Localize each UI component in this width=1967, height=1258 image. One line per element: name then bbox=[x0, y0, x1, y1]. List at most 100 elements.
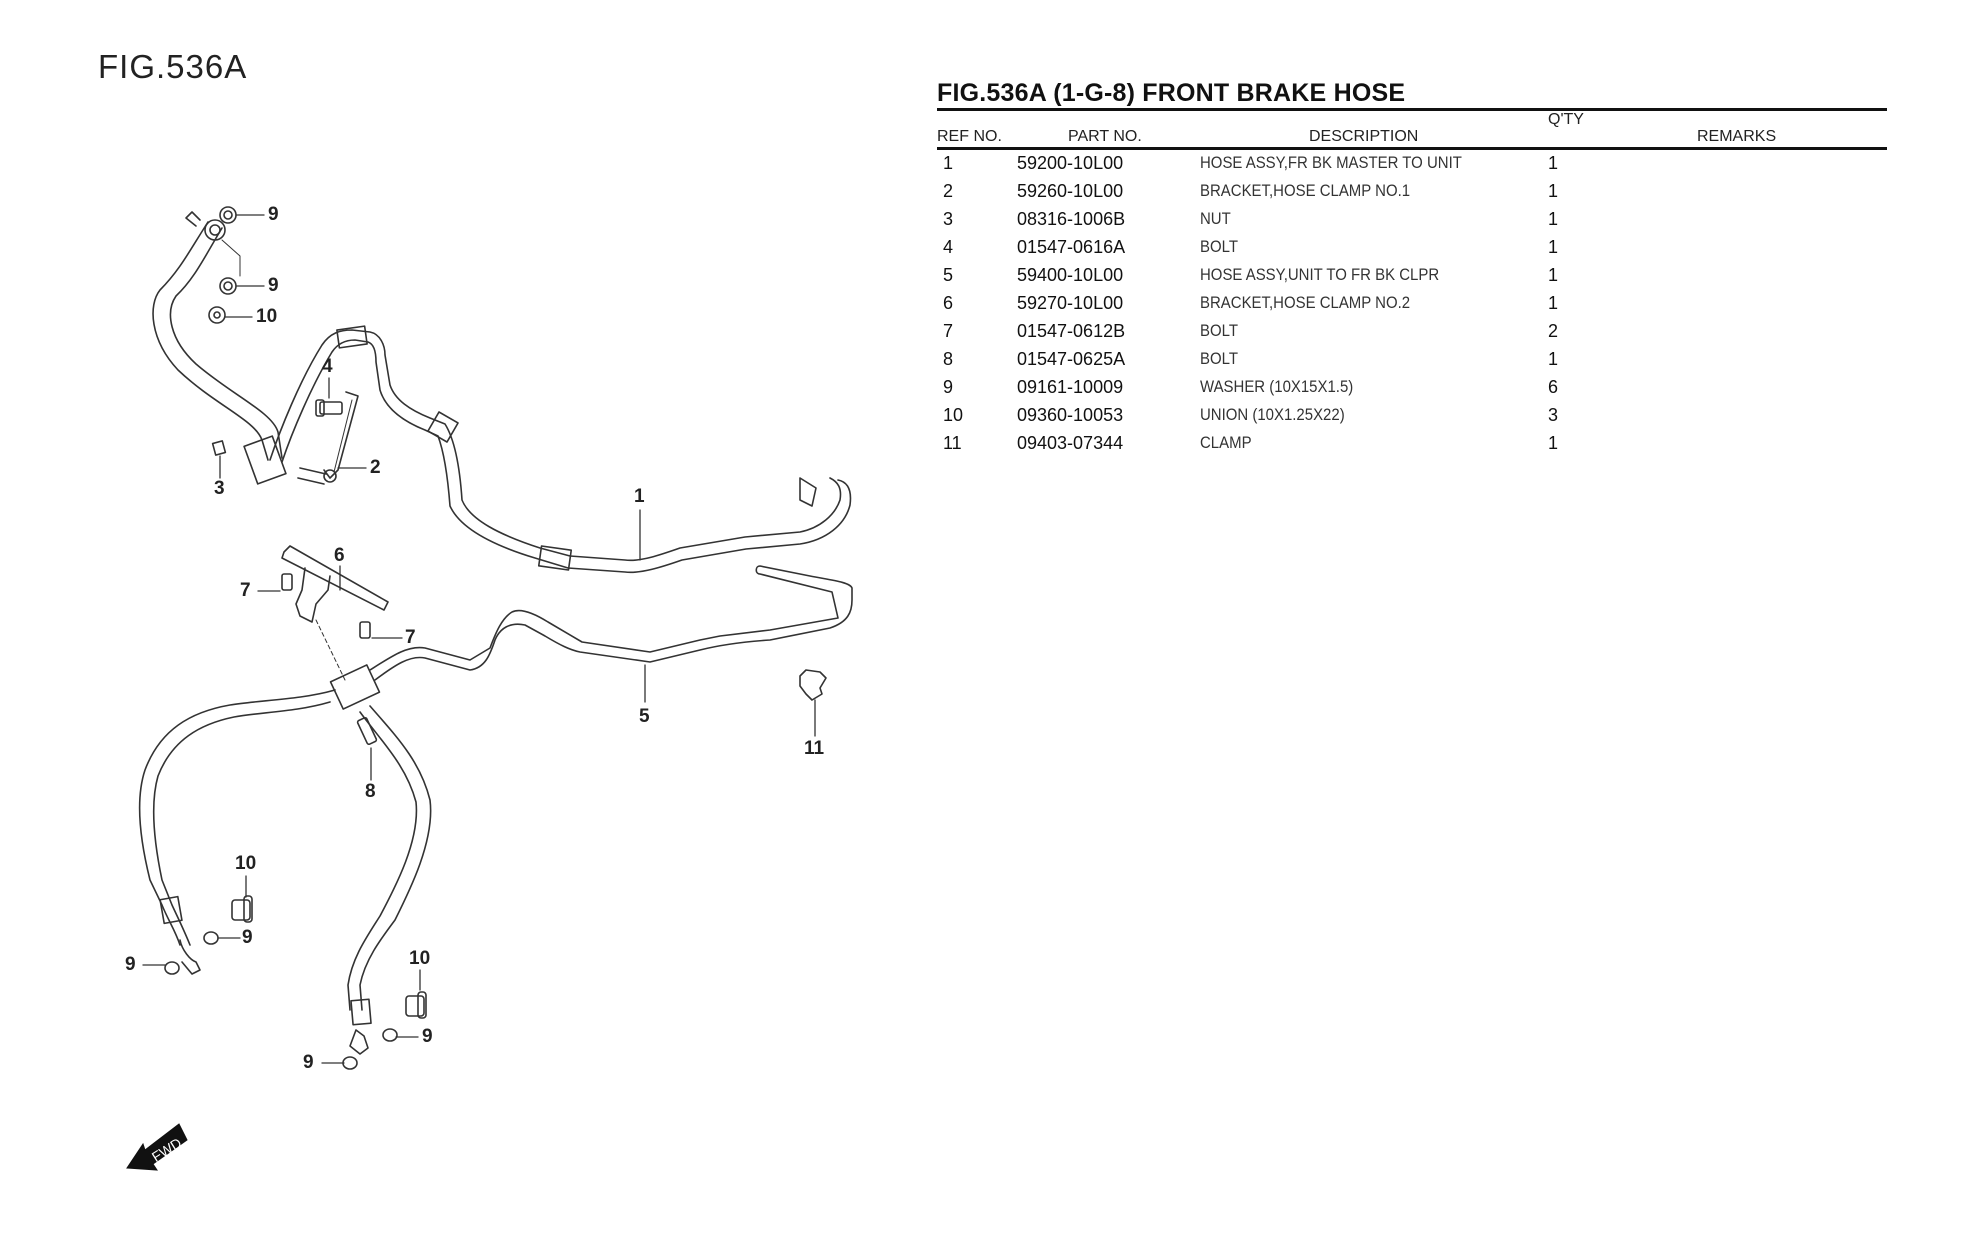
table-row: 4 01547-0616A BOLT 1 bbox=[937, 234, 1887, 262]
table-header: REF NO. PART NO. DESCRIPTION Q'TY REMARK… bbox=[937, 111, 1887, 147]
description-cell: UNION (10X1.25X22) bbox=[1200, 405, 1345, 424]
ref-no-cell: 2 bbox=[943, 181, 954, 201]
washer-9-lower-c bbox=[382, 1028, 398, 1042]
bolt-4 bbox=[315, 399, 343, 417]
callout-9: 9 bbox=[242, 927, 253, 948]
part-no-cell: 09360-10053 bbox=[1017, 405, 1124, 425]
hose-5 bbox=[329, 565, 853, 710]
washer-9-top-a bbox=[219, 206, 237, 224]
forward-arrow-icon: FWD bbox=[125, 1118, 195, 1183]
ref-no-cell: 9 bbox=[943, 377, 954, 397]
washer-9-lower-d bbox=[342, 1056, 358, 1070]
hose-lower-right bbox=[347, 705, 432, 1055]
bolt-8 bbox=[356, 716, 378, 746]
callout-9: 9 bbox=[268, 204, 279, 225]
bracket-2 bbox=[297, 391, 359, 485]
qty-cell: 1 bbox=[1548, 433, 1559, 453]
description-cell: NUT bbox=[1200, 209, 1231, 228]
description-cell: BRACKET,HOSE CLAMP NO.1 bbox=[1200, 181, 1411, 200]
part-no-cell: 59260-10L00 bbox=[1017, 181, 1124, 201]
part-no-cell: 09161-10009 bbox=[1017, 377, 1124, 397]
callout-11: 11 bbox=[804, 738, 825, 759]
hose-1-line bbox=[269, 325, 852, 574]
table-row: 1 59200-10L00 HOSE ASSY,FR BK MASTER TO UN… bbox=[937, 150, 1887, 178]
qty-cell: 1 bbox=[1548, 237, 1559, 257]
table-row: 11 09403-07344 CLAMP 1 bbox=[937, 430, 1887, 458]
parts-table-body: 1 59200-10L00 HOSE ASSY,FR BK MASTER TO UN… bbox=[937, 150, 1887, 458]
washer-9-lower-a bbox=[203, 931, 219, 945]
description-cell: WASHER (10X15X1.5) bbox=[1200, 377, 1354, 396]
description-cell: BOLT bbox=[1200, 237, 1238, 256]
part-no-cell: 08316-1006B bbox=[1017, 209, 1126, 229]
callout-10: 10 bbox=[256, 306, 278, 327]
table-row: 3 08316-1006B NUT 1 bbox=[937, 206, 1887, 234]
part-no-cell: 59270-10L00 bbox=[1017, 293, 1124, 313]
ref-no-cell: 7 bbox=[943, 321, 954, 341]
callout-10: 10 bbox=[409, 948, 431, 969]
union-10-lower-right bbox=[405, 991, 427, 1019]
callout-9: 9 bbox=[125, 954, 136, 975]
callout-9: 9 bbox=[268, 275, 279, 296]
qty-cell: 1 bbox=[1548, 153, 1559, 173]
header-rule bbox=[937, 147, 1887, 150]
exploded-diagram: 9 9 10 4 2 3 1 6 7 7 5 8 11 10 9 9 10 9 … bbox=[0, 0, 900, 1258]
union-10-top bbox=[208, 306, 226, 324]
callout-5: 5 bbox=[639, 706, 650, 727]
qty-cell: 1 bbox=[1548, 349, 1559, 369]
description-cell: CLAMP bbox=[1200, 433, 1252, 452]
ref-no-cell: 3 bbox=[943, 209, 954, 229]
diagram-drawing bbox=[138, 206, 853, 1070]
callout-8: 8 bbox=[365, 781, 376, 802]
qty-cell: 3 bbox=[1548, 405, 1559, 425]
col-remarks: REMARKS bbox=[1697, 128, 1777, 145]
callout-6: 6 bbox=[334, 545, 345, 566]
washer-9-top-b bbox=[219, 277, 237, 295]
callout-4: 4 bbox=[322, 356, 333, 377]
nut-3 bbox=[211, 440, 227, 456]
callout-7: 7 bbox=[405, 627, 416, 648]
ref-no-cell: 10 bbox=[943, 405, 964, 425]
parts-list-title: FIG.536A (1-G-8) FRONT BRAKE HOSE bbox=[937, 79, 1406, 107]
washer-9-lower-b bbox=[164, 961, 180, 975]
fwd-arrow-shape: FWD bbox=[126, 1123, 188, 1171]
ref-no-cell: 11 bbox=[943, 433, 962, 453]
col-description: DESCRIPTION bbox=[1309, 128, 1419, 145]
union-10-lower-left bbox=[231, 895, 253, 923]
callout-7: 7 bbox=[240, 580, 251, 601]
parts-list: FIG.536A (1-G-8) FRONT BRAKE HOSE REF NO… bbox=[937, 78, 1887, 458]
callout-10: 10 bbox=[235, 853, 257, 874]
qty-cell: 1 bbox=[1548, 209, 1559, 229]
callout-3: 3 bbox=[214, 478, 225, 499]
part-no-cell: 01547-0625A bbox=[1017, 349, 1126, 369]
ref-no-cell: 4 bbox=[943, 237, 954, 257]
callout-9: 9 bbox=[303, 1052, 314, 1073]
part-no-cell: 59200-10L00 bbox=[1017, 153, 1124, 173]
title-rule bbox=[937, 108, 1887, 111]
description-cell: HOSE ASSY,FR BK MASTER TO UNIT bbox=[1200, 153, 1462, 172]
bolt-7-b bbox=[359, 621, 371, 639]
clamp-11 bbox=[799, 669, 827, 701]
ref-no-cell: 1 bbox=[943, 153, 954, 173]
part-no-cell: 09403-07344 bbox=[1017, 433, 1124, 453]
part-no-cell: 01547-0616A bbox=[1017, 237, 1126, 257]
hose-lower-left bbox=[138, 689, 336, 975]
table-row: 9 09161-10009 WASHER (10X15X1.5) 6 bbox=[937, 374, 1887, 402]
qty-cell: 2 bbox=[1548, 321, 1559, 341]
col-ref-no: REF NO. bbox=[937, 128, 1002, 145]
callout-2: 2 bbox=[370, 457, 381, 478]
part-no-cell: 01547-0612B bbox=[1017, 321, 1126, 341]
bracket-6 bbox=[281, 545, 389, 681]
leader-lines bbox=[142, 214, 816, 1064]
col-part-no: PART NO. bbox=[1068, 128, 1142, 145]
description-cell: BOLT bbox=[1200, 349, 1238, 368]
figure-label: FIG.536A bbox=[98, 48, 248, 85]
callout-9: 9 bbox=[422, 1026, 433, 1047]
qty-cell: 6 bbox=[1548, 377, 1559, 397]
table-row: 10 09360-10053 UNION (10X1.25X22) 3 bbox=[937, 402, 1887, 430]
callout-1: 1 bbox=[634, 486, 645, 507]
